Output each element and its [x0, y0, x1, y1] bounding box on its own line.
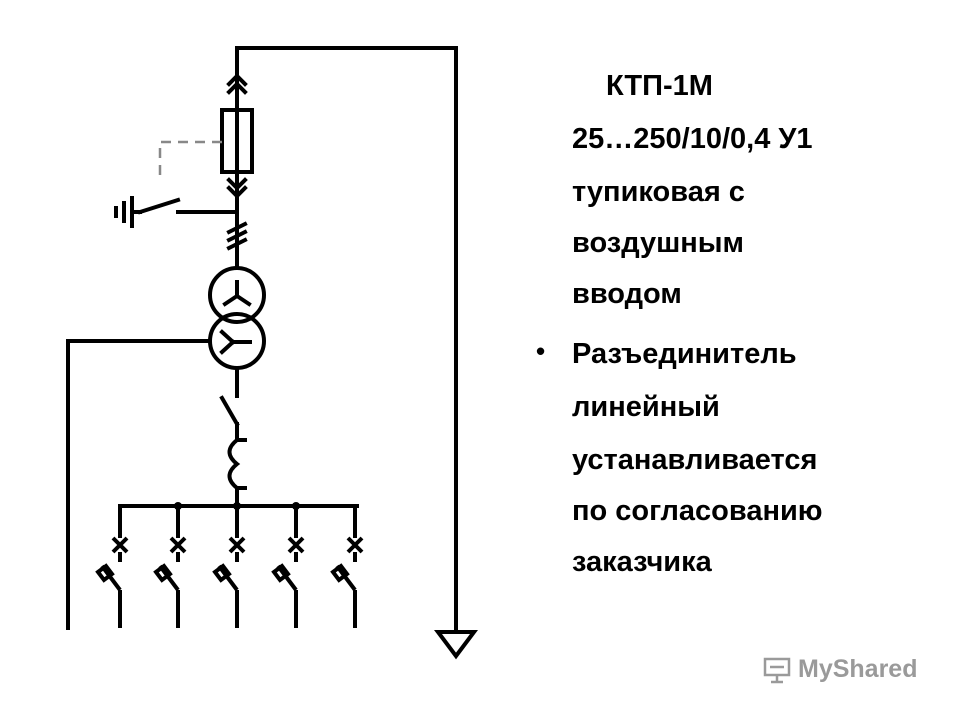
main-switch-blade	[219, 395, 240, 427]
title-line-2: 25…250/10/0,4 У1	[572, 123, 813, 155]
bullet-line-3: устанавливается	[572, 444, 818, 476]
transformer-winding-primary	[208, 266, 266, 324]
mechanical-link-dashed	[158, 140, 222, 180]
contact-chevron-lower-2	[226, 185, 248, 199]
feeder-breaker-4	[271, 506, 305, 628]
title-line-3: тупиковая с	[572, 176, 745, 208]
neutral-line	[66, 339, 212, 630]
bullet-line-2: линейный	[572, 391, 720, 423]
bullet-line-5: заказчика	[572, 546, 712, 578]
feeder-breaker-2	[153, 506, 187, 628]
feeder-1	[95, 506, 129, 628]
contact-chevron-upper-1	[226, 73, 248, 87]
contact-chevron-upper-2	[226, 81, 248, 95]
presentation-board-icon	[763, 657, 791, 683]
top-feed-line	[235, 46, 458, 634]
contact-chevron-lower-1	[226, 177, 248, 191]
feeder-5	[330, 506, 364, 628]
ground-triangle	[434, 630, 478, 660]
title-line-5: вводом	[572, 278, 682, 310]
title-line-1: КТП-1М	[606, 70, 713, 102]
earth-switch-blade	[137, 197, 181, 215]
feeder-breaker-1	[95, 506, 129, 628]
feeder-breaker-3	[212, 506, 246, 628]
watermark-text: MyShared	[798, 655, 918, 683]
bullet-marker: •	[536, 336, 546, 366]
feeder-2	[153, 506, 187, 628]
bullet-line-4: по согласованию	[572, 495, 823, 527]
feeder-4	[271, 506, 305, 628]
title-line-4: воздушным	[572, 227, 744, 259]
feeder-3	[212, 506, 246, 628]
bullet-line-1: Разъединитель	[572, 338, 797, 370]
feeder-breaker-5	[330, 506, 364, 628]
current-transformer	[227, 437, 241, 491]
watermark: MyShared	[762, 655, 917, 684]
